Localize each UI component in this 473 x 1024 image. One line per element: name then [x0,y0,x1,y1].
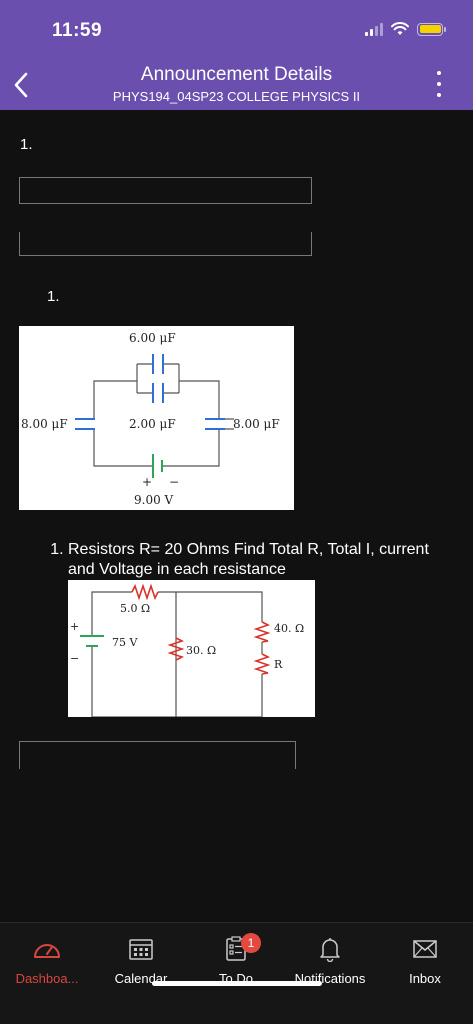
label-middle-cap: 2.00 μF [129,417,176,431]
tab-calendar[interactable]: Calendar [94,931,188,986]
label-battery-plus: + [70,620,79,633]
tab-label: Dashboa... [15,971,79,986]
label-r4: R [274,658,283,671]
label-battery-minus: − [70,652,79,665]
dashboard-icon [34,944,60,958]
battery-icon [417,22,446,36]
label-battery-voltage: 9.00 V [134,493,174,507]
course-title: PHYS194_04SP23 COLLEGE PHYSICS II [112,89,361,104]
label-battery-voltage: 75 V [112,636,138,649]
app-header: 11:59 Announcement Details PHYS194_04SP2… [0,0,473,110]
question-text-block: Resistors R= 20 Ohms Find Total R, Total… [46,540,446,580]
label-right-cap: 8.00 μF [233,417,280,431]
label-r2: 30. Ω [186,644,216,657]
empty-table-cell [19,232,312,256]
status-time: 11:59 [52,20,103,41]
label-left-cap: 8.00 μF [21,417,68,431]
inbox-icon [413,940,437,958]
label-r1: 5.0 Ω [120,602,150,615]
calendar-icon [129,939,153,960]
empty-table-cell [19,741,296,769]
resistor-circuit-figure: 5.0 Ω 30. Ω 40. Ω R 75 V + − [68,580,315,718]
bottom-tab-bar: Dashboa... Calendar [0,922,473,1024]
home-indicator[interactable] [152,981,322,986]
more-dot-icon [437,81,441,86]
capacitor-circuit-diagram: 6.00 μF 8.00 μF 2.00 μF 8.00 μF + − 9.00… [21,331,280,507]
label-top-cap: 6.00 μF [129,331,176,345]
back-button[interactable] [6,68,36,102]
bell-icon [320,938,340,962]
chevron-left-icon [14,72,28,98]
cellular-signal-icon [365,22,383,36]
question-item: Resistors R= 20 Ohms Find Total R, Total… [68,540,446,580]
label-battery-plus: + [142,475,152,489]
more-dot-icon [437,92,441,97]
tab-dashboard[interactable]: Dashboa... [0,931,94,986]
tab-notifications[interactable]: Notifications [283,931,377,986]
tab-label: Inbox [409,971,441,986]
more-dot-icon [437,71,441,76]
more-options-button[interactable] [429,68,449,100]
resistor-circuit-diagram: 5.0 Ω 30. Ω 40. Ω R 75 V + − [70,583,304,718]
status-icons [365,22,446,36]
label-r3: 40. Ω [274,622,304,635]
list-number: 1. [47,288,60,305]
empty-table-cell [19,177,312,204]
todo-count-badge: 1 [241,933,261,953]
wifi-icon [391,22,409,35]
label-battery-minus: − [169,475,179,489]
tab-inbox[interactable]: Inbox [378,931,472,986]
list-number: 1. [20,136,33,153]
capacitor-circuit-figure: 6.00 μF 8.00 μF 2.00 μF 8.00 μF + − 9.00… [19,326,294,510]
page-title: Announcement Details [140,64,333,85]
tab-todo[interactable]: 1 To Do [189,931,283,986]
title-block: Announcement Details PHYS194_04SP23 COLL… [60,64,413,104]
